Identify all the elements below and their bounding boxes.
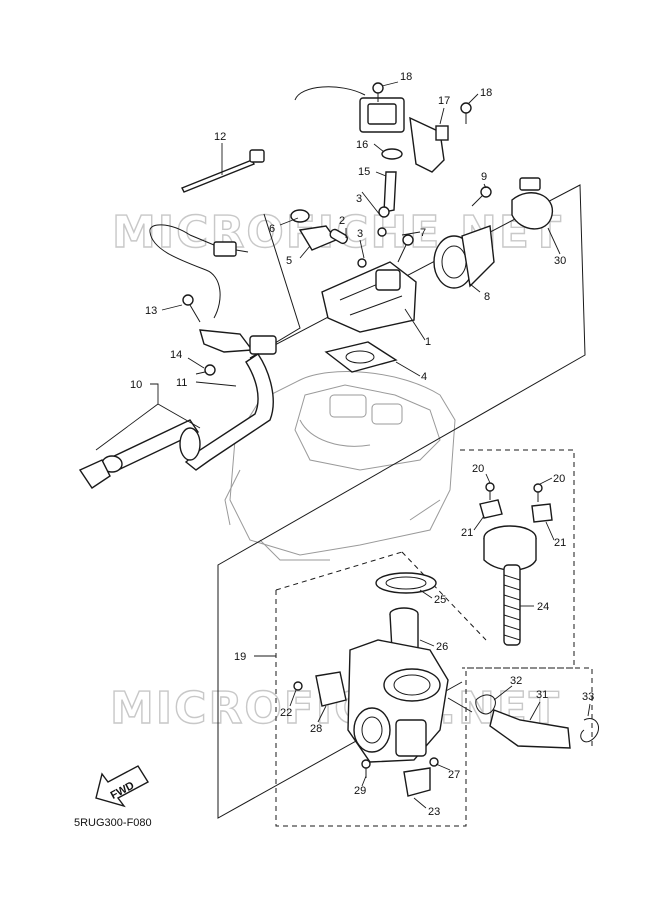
callout-27: 27 — [448, 769, 460, 781]
callout-24: 24 — [537, 601, 549, 613]
lower-assembly-frame — [275, 449, 593, 827]
callout-21-left: 21 — [461, 527, 473, 539]
callout-20-right: 20 — [553, 473, 565, 485]
callout-22: 22 — [280, 707, 292, 719]
callout-4: 4 — [421, 371, 427, 383]
callout-33: 33 — [582, 691, 594, 703]
engine-outline — [224, 371, 456, 561]
callout-2: 2 — [339, 215, 345, 227]
callout-6: 6 — [269, 223, 275, 235]
callout-32: 32 — [510, 675, 522, 687]
callout-9: 9 — [481, 171, 487, 183]
callout-17: 17 — [438, 95, 450, 107]
part-12-lead — [181, 149, 265, 193]
callout-15: 15 — [358, 166, 370, 178]
part-8-joint — [433, 225, 495, 289]
fwd-arrow-icon: FWD — [95, 765, 149, 808]
callout-13: 13 — [145, 305, 157, 317]
callout-labels: 1 2 3 3 4 5 6 7 8 9 10 11 12 13 14 15 16… — [130, 71, 594, 818]
callout-leaders — [95, 81, 591, 809]
callout-25: 25 — [434, 594, 446, 606]
part-30-clamp — [511, 177, 553, 230]
callout-7: 7 — [420, 227, 426, 239]
callout-26: 26 — [436, 641, 448, 653]
callout-28: 28 — [310, 723, 322, 735]
callout-11: 11 — [176, 377, 187, 389]
part-10-hose — [78, 224, 277, 489]
part-1-mount — [321, 261, 417, 333]
callout-1: 1 — [425, 336, 431, 348]
part-4-gasket — [324, 341, 398, 373]
callout-20-left: 20 — [472, 463, 484, 475]
screw-icons — [182, 82, 492, 376]
callout-18-left: 18 — [400, 71, 412, 83]
parts-20-26 — [375, 482, 553, 651]
callout-14: 14 — [170, 349, 182, 361]
drawing-code: 5RUG300-F080 — [74, 817, 152, 829]
callout-8: 8 — [484, 291, 490, 303]
callout-5: 5 — [286, 255, 292, 267]
callout-19: 19 — [234, 651, 246, 663]
part-19-carburetor — [293, 639, 473, 797]
callout-3-upper: 3 — [356, 193, 362, 205]
callout-12: 12 — [214, 131, 226, 143]
parts-31-33 — [475, 694, 599, 749]
callout-23: 23 — [428, 806, 440, 818]
part-15-16-hose — [378, 148, 403, 218]
callout-29: 29 — [354, 785, 366, 797]
callout-30: 30 — [554, 255, 566, 267]
part-18-harness — [294, 86, 449, 173]
callout-31: 31 — [536, 689, 548, 701]
callout-18-right: 18 — [480, 87, 492, 99]
callout-21-right: 21 — [554, 537, 566, 549]
callout-10: 10 — [130, 379, 142, 391]
callout-3-lower: 3 — [357, 228, 363, 240]
callout-16: 16 — [356, 139, 368, 151]
